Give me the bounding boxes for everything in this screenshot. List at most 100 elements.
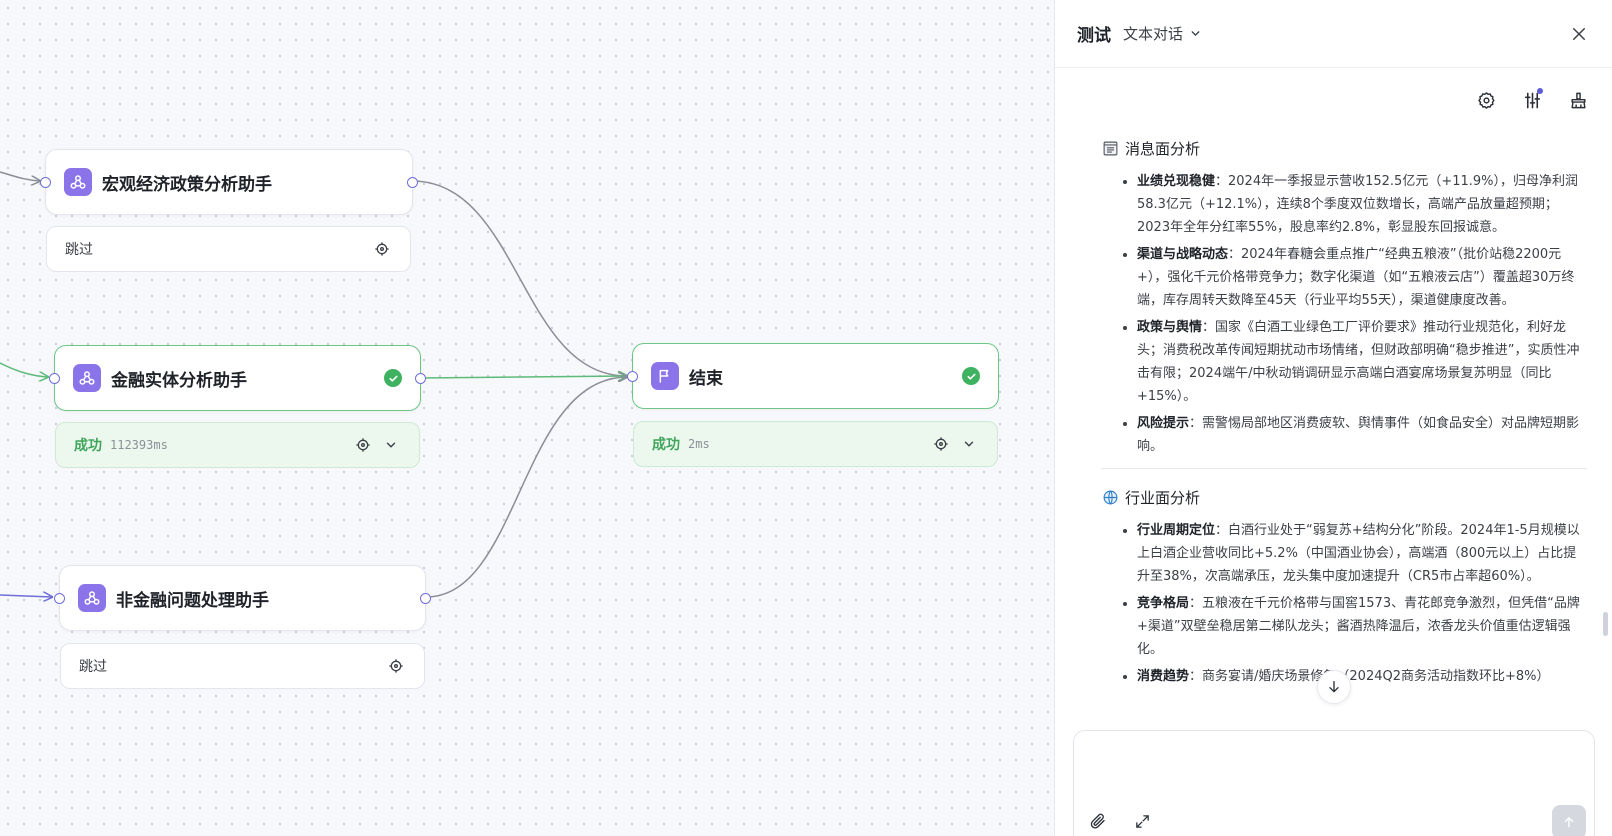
- node-input-port[interactable]: [49, 373, 60, 384]
- panel-toolbar: [1055, 68, 1612, 132]
- success-check-icon: [384, 369, 402, 387]
- edge-in-macro: [0, 171, 40, 181]
- expand-button[interactable]: [1130, 809, 1154, 833]
- success-check-icon: [962, 367, 980, 385]
- item-label: 渠道与战略动态: [1137, 247, 1229, 262]
- node-title: 结束: [689, 368, 723, 389]
- node-input-port[interactable]: [54, 593, 65, 604]
- node-macro-policy[interactable]: 宏观经济政策分析助手: [40, 149, 418, 215]
- locate-icon[interactable]: [386, 656, 406, 676]
- edge-in-nonfinance: [0, 595, 52, 597]
- item-label: 竞争格局: [1137, 596, 1190, 611]
- status-text: 成功: [652, 437, 680, 453]
- locate-icon[interactable]: [372, 239, 392, 259]
- item-text: ：需警惕局部地区消费疲软、舆情事件（如食品安全）对品牌短期影响。: [1137, 416, 1580, 454]
- agent-icon: [64, 168, 92, 196]
- edge-in-finance: [0, 362, 48, 377]
- gear-icon: [1477, 91, 1495, 109]
- locate-icon[interactable]: [353, 435, 373, 455]
- item-label: 消费趋势: [1137, 669, 1190, 684]
- status-text: 成功: [74, 438, 102, 454]
- item-text: ：2024年一季报显示营收152.5亿元（+11.9%），归母净利润58.3亿元…: [1137, 174, 1579, 235]
- notepad-icon: [1101, 139, 1119, 157]
- status-text: 跳过: [79, 659, 107, 675]
- list-item: 竞争格局：五粮液在千元价格带与国窖1573、青花郎竞争激烈，但凭借“品牌+渠道”…: [1137, 592, 1587, 661]
- mode-selector[interactable]: 文本对话: [1123, 23, 1202, 44]
- arrow-up-icon: [1564, 817, 1574, 828]
- node-title: 非金融问题处理助手: [116, 590, 269, 611]
- send-button[interactable]: [1552, 805, 1586, 836]
- elapsed-time: 2ms: [688, 437, 710, 451]
- item-label: 行业周期定位: [1137, 523, 1216, 538]
- notification-dot: [1537, 88, 1543, 94]
- node-title: 金融实体分析助手: [111, 370, 247, 391]
- node-nonfinance-status-bar[interactable]: 跳过: [60, 643, 425, 689]
- message-composer: [1073, 730, 1595, 836]
- globe-icon: [1101, 488, 1119, 506]
- chevron-down-icon[interactable]: [959, 434, 979, 454]
- item-label: 政策与舆情: [1137, 320, 1203, 335]
- list-item: 消费趋势：商务宴请/婚庆场景修复（2024Q2商务活动指数环比+8%）: [1137, 665, 1587, 688]
- section-title: 行业面分析: [1125, 488, 1201, 507]
- list-item: 渠道与战略动态：2024年春糖会重点推广“经典五粮液”（批价站稳2200元+），…: [1137, 243, 1587, 312]
- node-financial-entity[interactable]: 金融实体分析助手: [49, 345, 426, 411]
- node-output-port[interactable]: [407, 177, 418, 188]
- list-item: 业绩兑现稳健：2024年一季报显示营收152.5亿元（+11.9%），归母净利润…: [1137, 170, 1587, 239]
- panel-header: 测试 文本对话: [1055, 0, 1612, 68]
- node-non-financial[interactable]: 非金融问题处理助手: [54, 565, 431, 631]
- item-text: ：2024年春糖会重点推广“经典五粮液”（批价站稳2200元+），强化千元价格带…: [1137, 247, 1575, 308]
- item-label: 风险提示: [1137, 416, 1190, 431]
- close-icon: [1573, 27, 1585, 40]
- scroll-to-bottom-button[interactable]: [1317, 670, 1351, 704]
- workflow-canvas[interactable]: 宏观经济政策分析助手 跳过 金融实体分析助手 成功 112393ms: [0, 0, 1054, 836]
- bullet-list: 业绩兑现稳健：2024年一季报显示营收152.5亿元（+11.9%），归母净利润…: [1101, 170, 1587, 458]
- edge-macro-end: [411, 180, 627, 376]
- mode-label: 文本对话: [1123, 25, 1184, 43]
- node-end[interactable]: 结束: [627, 343, 999, 409]
- chevron-down-icon: [1189, 27, 1202, 40]
- paperclip-icon: [1090, 813, 1105, 829]
- item-label: 业绩兑现稳健: [1137, 174, 1216, 189]
- node-end-status-bar[interactable]: 成功 2ms: [633, 421, 998, 467]
- item-text: ：五粮液在千元价格带与国窖1573、青花郎竞争激烈，但凭借“品牌+渠道”双壁垒稳…: [1137, 596, 1580, 657]
- node-finance-status-bar[interactable]: 成功 112393ms: [55, 422, 420, 468]
- status-text: 跳过: [65, 242, 93, 258]
- panel-title: 测试: [1077, 26, 1111, 46]
- section-heading: 消息面分析: [1101, 136, 1587, 160]
- locate-icon[interactable]: [931, 434, 951, 454]
- node-output-port[interactable]: [415, 373, 426, 384]
- message-input[interactable]: [1086, 741, 1581, 797]
- message-scroll-area[interactable]: 消息面分析 业绩兑现稳健：2024年一季报显示营收152.5亿元（+11.9%）…: [1055, 132, 1612, 716]
- parameters-button[interactable]: [1518, 86, 1546, 114]
- flag-icon: [651, 362, 679, 390]
- chevron-down-icon[interactable]: [381, 435, 401, 455]
- close-button[interactable]: [1568, 23, 1590, 45]
- list-item: 政策与舆情：国家《白酒工业绿色工厂评价要求》推动行业规范化，利好龙头；消费税改革…: [1137, 316, 1587, 408]
- bullet-list: 行业周期定位：白酒行业处于“弱复苏+结构分化”阶段。2024年1-5月规模以上白…: [1101, 519, 1587, 688]
- item-text: ：白酒行业处于“弱复苏+结构分化”阶段。2024年1-5月规模以上白酒企业营收同…: [1137, 523, 1580, 584]
- section-heading: 行业面分析: [1101, 485, 1587, 509]
- test-panel: 测试 文本对话 消息面分析 业绩兑: [1054, 0, 1612, 836]
- broom-icon: [1570, 92, 1586, 108]
- section-divider: [1101, 468, 1587, 469]
- node-title: 宏观经济政策分析助手: [102, 174, 272, 195]
- node-input-port[interactable]: [627, 371, 638, 382]
- expand-icon: [1135, 814, 1149, 828]
- node-output-port[interactable]: [420, 593, 431, 604]
- agent-icon: [78, 584, 106, 612]
- edges-layer: [0, 171, 1054, 836]
- sliders-icon: [1524, 92, 1540, 108]
- arrow-down-icon: [1329, 681, 1339, 693]
- attach-button[interactable]: [1086, 809, 1110, 833]
- scrollbar-thumb[interactable]: [1603, 612, 1608, 636]
- node-macro-status-bar[interactable]: 跳过: [46, 226, 411, 272]
- edge-finance-end: [420, 376, 627, 378]
- elapsed-time: 112393ms: [110, 438, 168, 452]
- clear-button[interactable]: [1564, 86, 1592, 114]
- list-item: 行业周期定位：白酒行业处于“弱复苏+结构分化”阶段。2024年1-5月规模以上白…: [1137, 519, 1587, 588]
- list-item: 风险提示：需警惕局部地区消费疲软、舆情事件（如食品安全）对品牌短期影响。: [1137, 412, 1587, 458]
- node-input-port[interactable]: [40, 177, 51, 188]
- item-text: ：商务宴请/婚庆场景修复（2024Q2商务活动指数环比+8%）: [1189, 669, 1550, 684]
- section-title: 消息面分析: [1125, 139, 1201, 158]
- settings-button[interactable]: [1472, 86, 1500, 114]
